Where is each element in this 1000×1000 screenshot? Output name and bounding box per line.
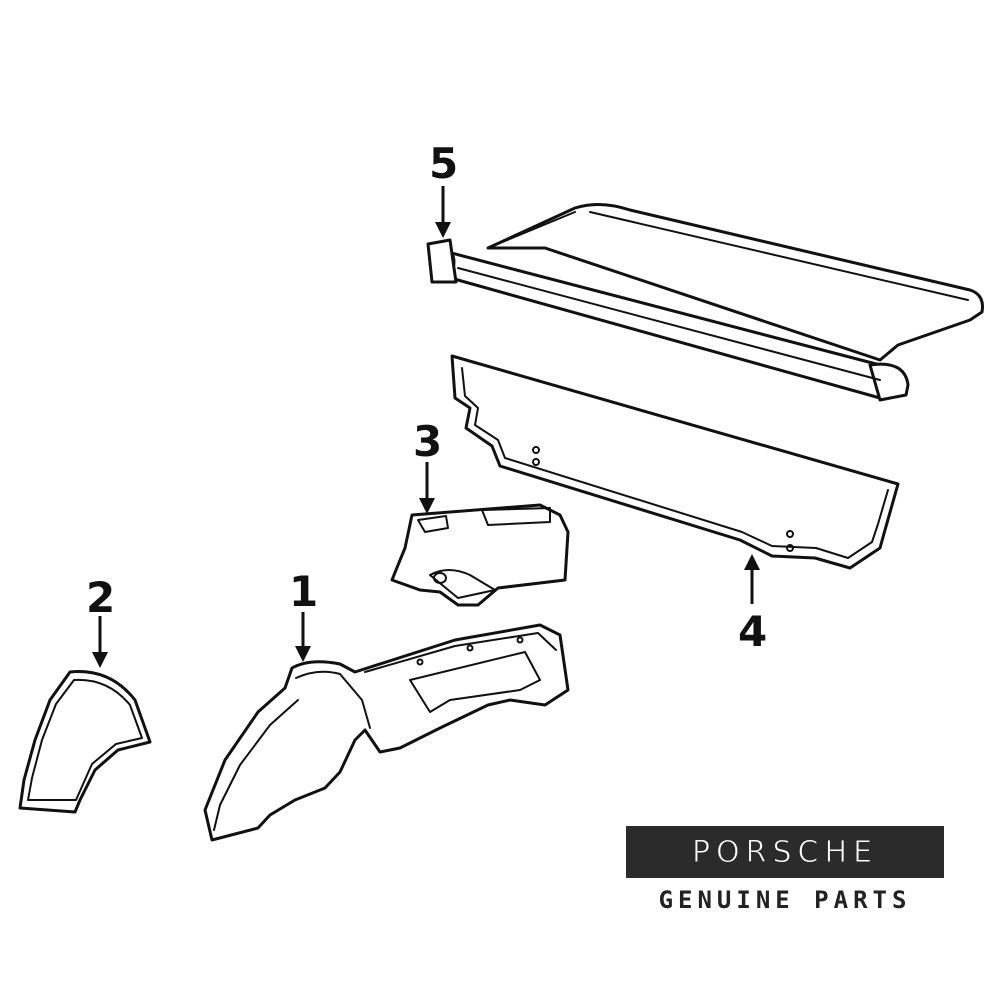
porsche-genuine-parts-logo: PORSCHE GENUINE PARTS bbox=[626, 826, 944, 914]
callout-2: 2 bbox=[86, 573, 115, 622]
part-4-rear-panel[interactable] bbox=[450, 354, 900, 570]
leader-4 bbox=[744, 554, 760, 604]
part-3-bracket[interactable] bbox=[390, 503, 570, 607]
callout-3: 3 bbox=[413, 417, 442, 466]
leader-1 bbox=[295, 612, 311, 662]
brand-bar: PORSCHE bbox=[626, 826, 944, 878]
callout-5: 5 bbox=[429, 139, 458, 188]
part-5-cargo-cover[interactable] bbox=[426, 203, 984, 402]
brand-wordmark: PORSCHE bbox=[691, 834, 879, 870]
brand-subtitle: GENUINE PARTS bbox=[658, 886, 912, 914]
part-1-wheel-housing[interactable] bbox=[203, 623, 570, 842]
callout-1: 1 bbox=[289, 567, 318, 616]
leader-2 bbox=[92, 616, 108, 668]
part-2-wheel-arch-trim[interactable] bbox=[18, 670, 152, 814]
callout-4: 4 bbox=[738, 607, 767, 656]
leader-3 bbox=[419, 462, 435, 514]
leader-5 bbox=[435, 186, 451, 238]
